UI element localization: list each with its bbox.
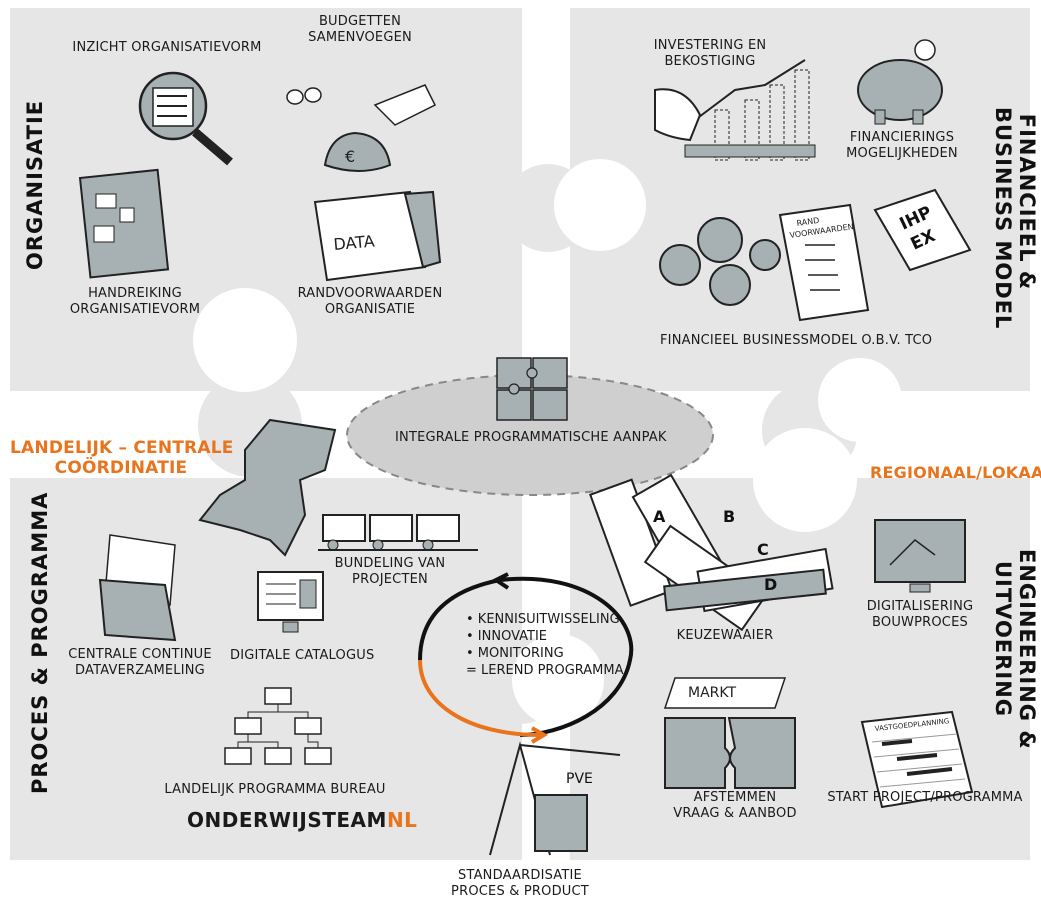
center-label: INTEGRALE PROGRAMMATISCHE AANPAK [395, 430, 667, 445]
ihp-document-icon [873, 188, 972, 272]
regionaal-header: REGIONAAL/LOKAAL [870, 463, 1041, 482]
org-chart-icon [224, 687, 332, 765]
bullet-monitoring: • MONITORING [466, 646, 564, 661]
data-folder-icon [313, 190, 442, 282]
netherlands-map-icon [198, 418, 337, 557]
monitor-icon [257, 571, 324, 633]
label-investering: INVESTERING EN BEKOSTIGING [653, 38, 767, 69]
label-digitalisering: DIGITALISERING BOUWPROCES [866, 599, 974, 630]
data-papers-icon [98, 534, 177, 642]
learning-cycle [418, 572, 634, 744]
label-handreiking: HANDREIKING ORGANISATIEVORM [69, 286, 201, 317]
piggy-bank-icon [857, 39, 943, 125]
bullet-innovatie: • INNOVATIE [466, 629, 548, 644]
fan-label-b: B [723, 507, 735, 526]
label-start-project: START PROJECT/PROGRAMMA [827, 790, 1023, 805]
pve-tower-icon [489, 741, 621, 856]
label-financierings: FINANCIERINGS MOGELIJKHEDEN [846, 130, 958, 161]
bullet-kennisuitwisseling: • KENNISUITWISSELING [466, 612, 620, 627]
label-programma-bureau: LANDELIJK PROGRAMMA BUREAU [164, 782, 386, 797]
pve-label: PVE [566, 771, 593, 787]
label-afstemmen: AFSTEMMEN VRAAG & AANBOD [673, 790, 797, 821]
digital-screen-icon [874, 519, 966, 593]
fan-label-c: C [757, 540, 769, 559]
cycle-bullets: • KENNISUITWISSELING • INNOVATIE • MONIT… [466, 611, 624, 679]
gears-icon [659, 217, 781, 306]
conditions-paper-icon [778, 203, 870, 322]
label-keuzewaaier: KEUZEWAAIER [676, 628, 774, 643]
label-inzicht-organisatievorm: INZICHT ORGANISATIEVORM [72, 40, 262, 55]
title-organisatie: ORGANISATIE [23, 99, 47, 270]
label-standaardisatie: STANDAARDISATIE PROCES & PRODUCT [451, 868, 589, 899]
title-financieel: FINANCIEEL & BUSINESS MODEL [991, 107, 1039, 330]
puzzle-panel-financieel [570, 8, 1030, 391]
data-folder-text: DATA [333, 231, 376, 254]
bullet-lerend-programma: = LEREND PROGRAMMA [466, 663, 624, 678]
fan-label-d: D [764, 575, 777, 594]
puzzle-pieces-icon [496, 357, 568, 421]
label-digitale-catalogus: DIGITALE CATALOGUS [230, 648, 375, 663]
trucks-icon [318, 514, 478, 551]
title-engineering: ENGINEERING & UITVOERING [991, 549, 1039, 750]
svg-text:€: € [345, 147, 355, 166]
magnifier-checklist-icon [138, 71, 233, 166]
growth-chart-icon [654, 59, 816, 161]
landelijk-header: LANDELIJK – CENTRALE COÖRDINATIE [10, 438, 234, 478]
planning-chart-icon [860, 710, 974, 809]
label-budgetten: BUDGETTEN SAMENVOEGEN [308, 14, 412, 45]
label-randvoorwaarden: RANDVOORWAARDEN ORGANISATIE [297, 286, 443, 317]
label-bundeling: BUNDELING VAN PROJECTEN [334, 556, 446, 587]
paper-text-1: RAND [796, 216, 820, 228]
market-puzzle-icon [663, 677, 796, 789]
handbook-icon [78, 168, 170, 279]
choice-fan-icon [589, 473, 834, 632]
money-bag-icon: € [286, 84, 437, 172]
markt-sign: MARKT [688, 685, 736, 701]
onderwijsteam-logo: ONDERWIJSTEAMNL [187, 808, 418, 832]
fan-label-a: A [653, 507, 666, 526]
label-centrale-continue: CENTRALE CONTINUE DATAVERZAMELING [68, 647, 212, 678]
label-businessmodel: FINANCIEEL BUSINESSMODEL O.B.V. TCO [660, 333, 933, 348]
title-proces: PROCES & PROGRAMMA [28, 491, 52, 794]
